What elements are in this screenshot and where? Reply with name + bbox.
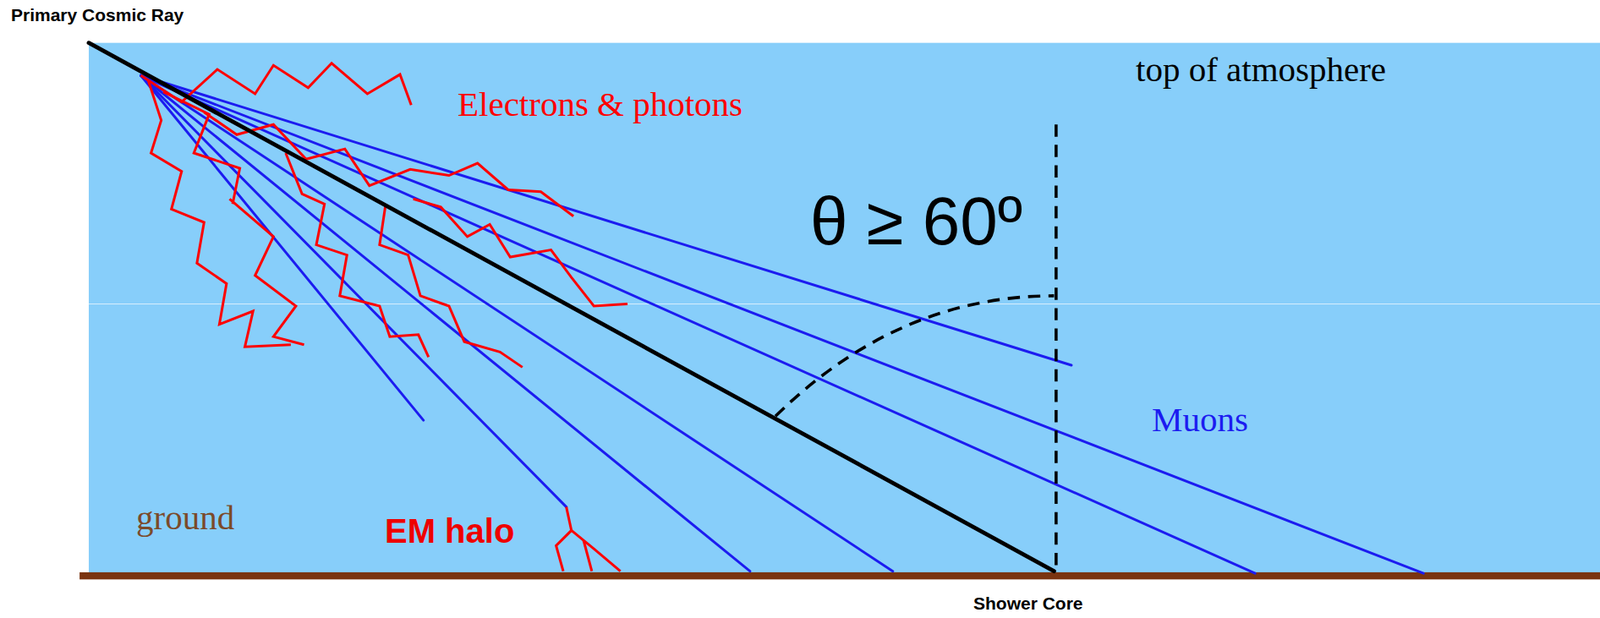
em-halo-track <box>556 507 572 572</box>
muon-label: Muons <box>1149 400 1251 439</box>
em-track <box>379 203 523 368</box>
muon-track <box>141 75 894 571</box>
em-track <box>203 112 574 217</box>
em-track <box>413 198 628 307</box>
em-track <box>229 198 304 346</box>
ground-line <box>79 572 1600 580</box>
muon-tracks <box>141 75 1425 574</box>
muon-track <box>141 75 1072 366</box>
faint-divider <box>88 303 1600 305</box>
muon-track <box>141 75 1425 574</box>
illustration-group <box>79 43 1600 581</box>
em-halo-track <box>583 540 592 571</box>
em-label: Electrons & photons <box>454 85 746 124</box>
primary-axis <box>88 43 1054 572</box>
angle-arc <box>775 295 1054 417</box>
em-track <box>147 79 291 347</box>
vertical-dashed <box>1054 124 1058 571</box>
muon-track <box>141 75 751 571</box>
muon-track <box>141 75 567 507</box>
core-label: Shower Core <box>970 593 1086 614</box>
em-track <box>141 63 412 105</box>
source-label: Primary Cosmic Ray <box>8 5 187 25</box>
muon-track <box>141 75 1256 574</box>
halo-label: EM halo <box>382 512 517 550</box>
angle-label: θ ≥ 60º <box>807 184 1025 259</box>
ground-label: ground <box>133 498 237 537</box>
em-zigzags <box>141 63 629 572</box>
atmosphere-label: top of atmosphere <box>1133 50 1389 89</box>
em-track <box>163 92 240 205</box>
muon-track <box>141 75 424 421</box>
sky-region <box>88 43 1600 574</box>
em-halo-track <box>571 530 621 571</box>
